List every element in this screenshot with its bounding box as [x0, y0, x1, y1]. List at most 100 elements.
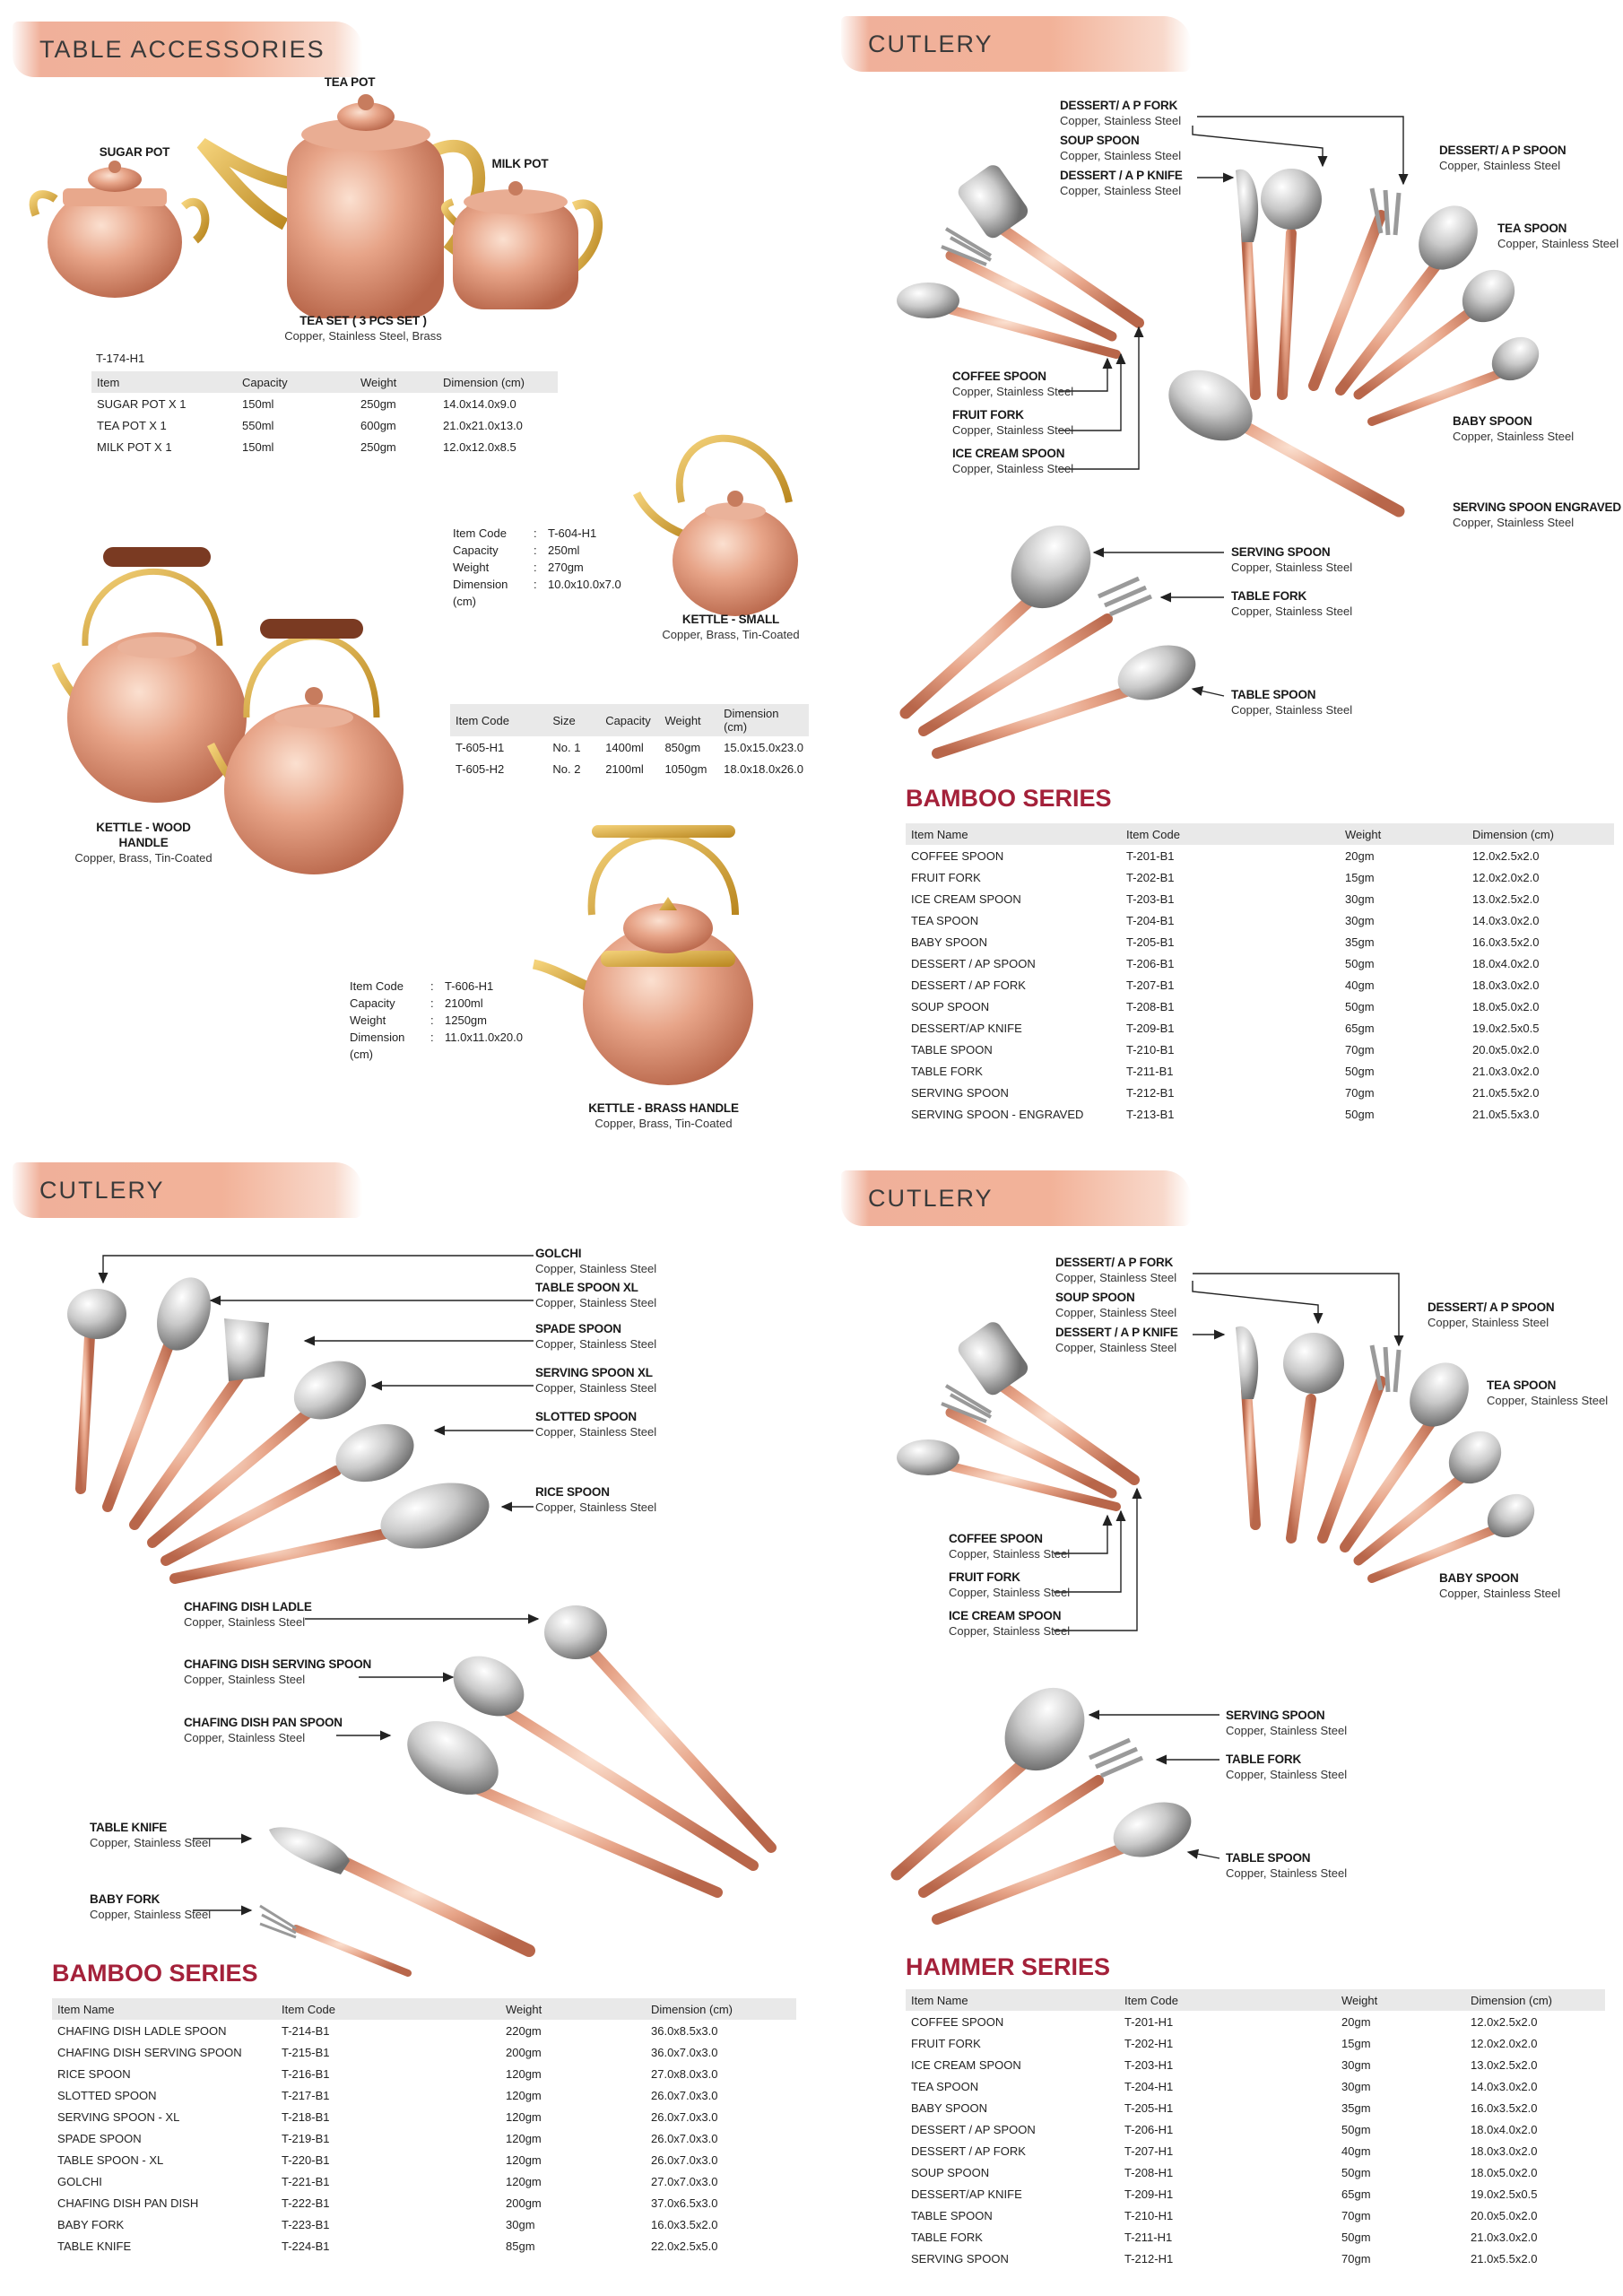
- banner-title: CUTLERY: [39, 1177, 165, 1204]
- banner-cutlery-1: CUTLERY: [841, 16, 1191, 72]
- table-cell: 150ml: [242, 439, 274, 454]
- spec-row: Item Code:T-606-H1: [350, 978, 523, 995]
- table-cell: T-208-H1: [1124, 2165, 1174, 2179]
- spec-key: Item Code: [453, 526, 507, 540]
- table-cell: COFFEE SPOON: [911, 848, 1004, 863]
- spec-sep: :: [430, 1013, 434, 1027]
- spec-value: 250ml: [548, 544, 580, 557]
- table-cell: DESSERT / AP FORK: [911, 2144, 1026, 2158]
- table-cell: 37.0x6.5x3.0: [651, 2196, 718, 2210]
- table-cell: 50gm: [1341, 2165, 1371, 2179]
- table-cell: TABLE SPOON: [911, 1042, 993, 1057]
- table-cell: T-205-H1: [1124, 2100, 1174, 2115]
- table-cell: 50gm: [1341, 2230, 1371, 2244]
- table-cell: 220gm: [506, 2023, 542, 2038]
- table-cell: T-211-B1: [1126, 1064, 1174, 1078]
- spec-row: Capacity:250ml: [453, 542, 621, 559]
- col-header: Weight: [659, 704, 719, 736]
- banner-title: TABLE ACCESSORIES: [39, 36, 325, 63]
- table-cell: 21.0x21.0x13.0: [443, 418, 523, 432]
- table-cell: BABY FORK: [57, 2217, 125, 2231]
- table-cell: No. 1: [552, 740, 581, 754]
- table-cell: DESSERT / AP FORK: [911, 978, 1026, 992]
- table-cell: 35gm: [1341, 2100, 1371, 2115]
- table-cell: CHAFING DISH PAN DISH: [57, 2196, 199, 2210]
- table-cell: 18.0x18.0x26.0: [724, 761, 803, 776]
- col-header: Item Code: [276, 1998, 500, 2020]
- tea-set-table: Item Capacity Weight Dimension (cm) SUGA…: [91, 371, 558, 457]
- table-cell: 12.0x2.0x2.0: [1471, 2036, 1538, 2050]
- table-cell: T-203-B1: [1126, 891, 1175, 906]
- table-cell: SLOTTED SPOON: [57, 2088, 157, 2102]
- table-cell: DESSERT / AP SPOON: [911, 2122, 1036, 2136]
- table-cell: 65gm: [1341, 2187, 1371, 2201]
- table-cell: DESSERT/AP KNIFE: [911, 1021, 1022, 1035]
- table-cell: 26.0x7.0x3.0: [651, 2088, 718, 2102]
- table-cell: SERVING SPOON: [911, 2251, 1009, 2266]
- sugar-pot-image: [29, 161, 210, 298]
- table-cell: T-213-B1: [1126, 1107, 1175, 1121]
- table-cell: 21.0x5.5x2.0: [1472, 1085, 1540, 1100]
- tea-pot-image: [196, 94, 486, 318]
- table-cell: 16.0x3.5x2.0: [1471, 2100, 1538, 2115]
- table-cell: 27.0x7.0x3.0: [651, 2174, 718, 2188]
- spec-value: 270gm: [548, 561, 584, 574]
- table-cell: T-207-B1: [1126, 978, 1175, 992]
- table-cell: 13.0x2.5x2.0: [1472, 891, 1540, 906]
- table-cell: 22.0x2.5x5.0: [651, 2239, 718, 2253]
- kettle-brass-handle-image: [532, 825, 753, 1085]
- table-cell: 26.0x7.0x3.0: [651, 2131, 718, 2145]
- table-cell: 120gm: [506, 2152, 542, 2167]
- quad2-arrows: [1058, 116, 1409, 697]
- table-cell: TABLE FORK: [911, 1064, 983, 1078]
- table-cell: 50gm: [1345, 1064, 1375, 1078]
- table-cell: 13.0x2.5x2.0: [1471, 2057, 1538, 2072]
- table-cell: T-214-B1: [282, 2023, 330, 2038]
- label-milk-pot: MILK POT: [491, 157, 549, 170]
- table-cell: 18.0x4.0x2.0: [1472, 956, 1540, 970]
- table-cell: SERVING SPOON: [911, 1085, 1009, 1100]
- table-cell: 12.0x2.5x2.0: [1472, 848, 1540, 863]
- table-cell: 70gm: [1345, 1042, 1375, 1057]
- table-cell: 40gm: [1345, 978, 1375, 992]
- table-cell: 19.0x2.5x0.5: [1472, 1021, 1540, 1035]
- table-cell: 50gm: [1341, 2122, 1371, 2136]
- table-cell: 21.0x3.0x2.0: [1472, 1064, 1540, 1078]
- table-cell: T-212-H1: [1124, 2251, 1174, 2266]
- table-cell: 18.0x3.0x2.0: [1472, 978, 1540, 992]
- kettle-wood-handle-image: [51, 547, 404, 874]
- table-cell: 12.0x12.0x8.5: [443, 439, 516, 454]
- table-cell: 50gm: [1345, 999, 1375, 1013]
- col-header: Capacity: [237, 371, 355, 393]
- spec-sep: :: [430, 1031, 434, 1044]
- table-cell: T-216-B1: [282, 2066, 330, 2081]
- spec-key: Weight: [453, 561, 490, 574]
